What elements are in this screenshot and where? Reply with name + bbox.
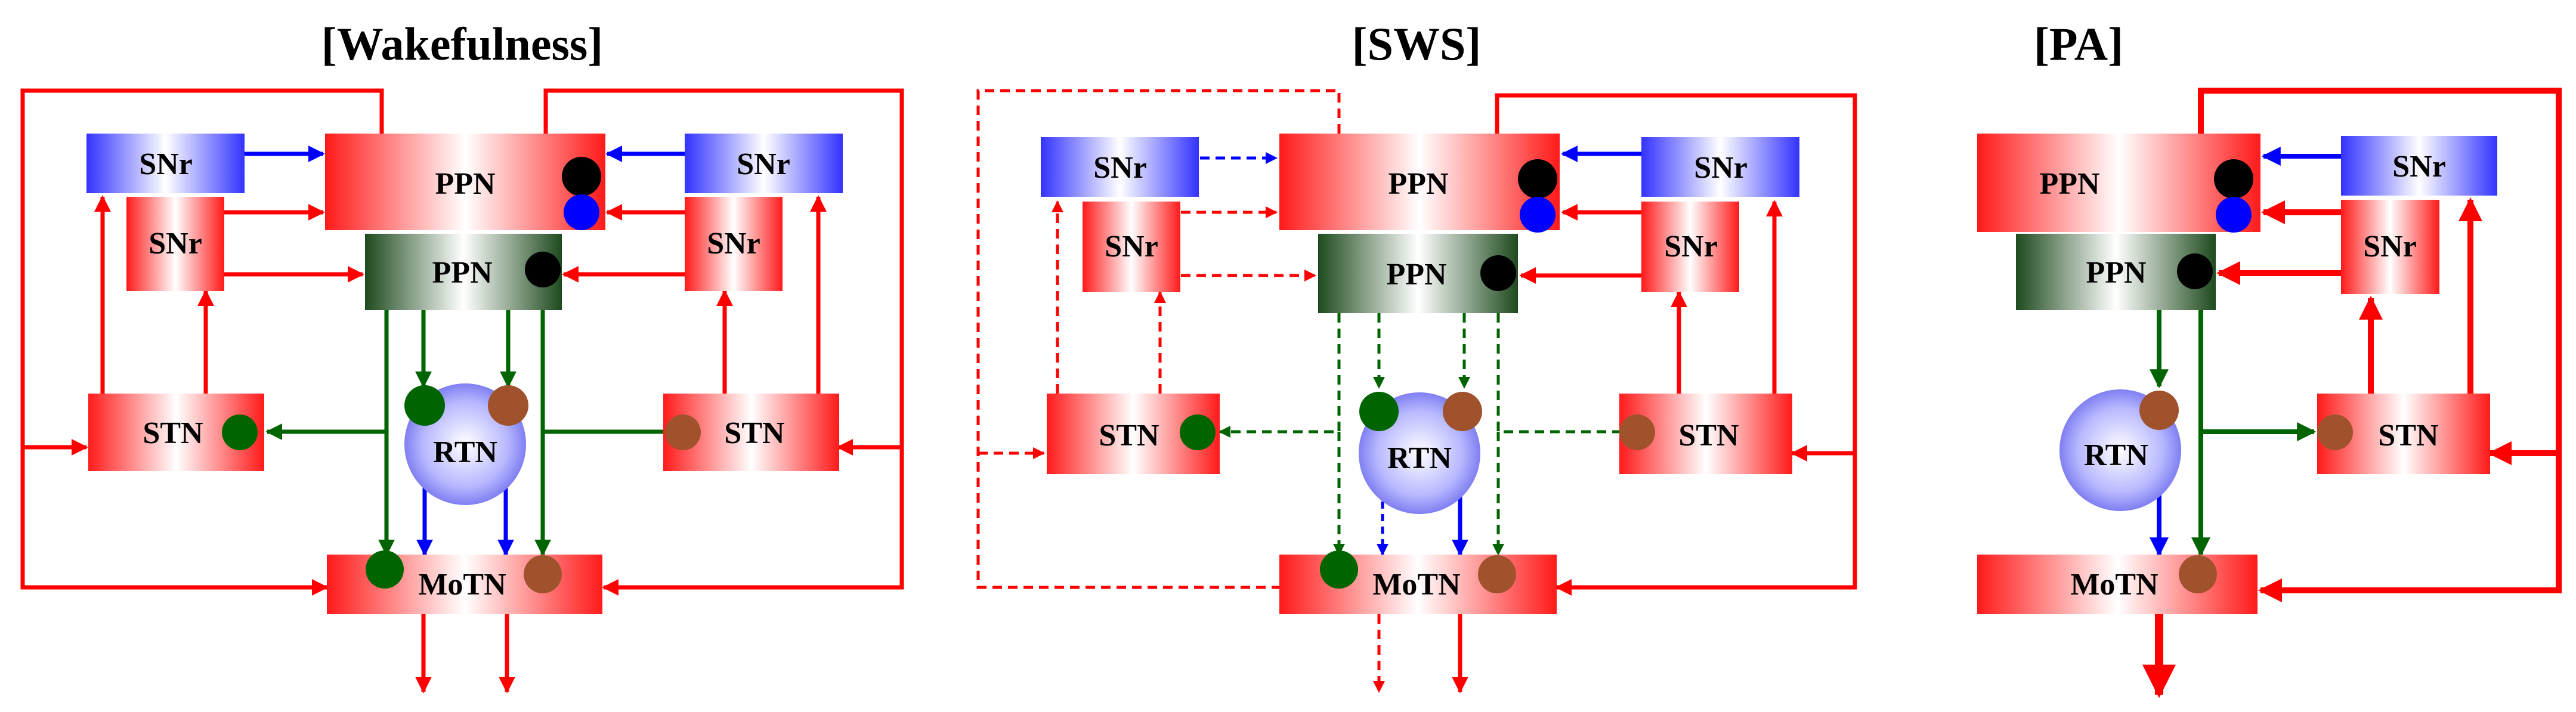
sws-loop-left (976, 89, 1341, 589)
pa-node-motn: MoTN (1977, 555, 2258, 614)
wake-node-snr-blue-left: SNr (86, 134, 245, 193)
panel-pa: [PA] PPN (1977, 18, 2562, 698)
sws-node-stn-left: STN (1047, 394, 1220, 474)
wake-snr-blue-left-label: SNr (139, 147, 193, 181)
pa-node-rtn: RTN (2059, 389, 2181, 511)
wake-rtn-label: RTN (433, 435, 497, 469)
pa-node-snr-red: SNr (2341, 200, 2439, 294)
wake-node-snr-blue-right: SNr (685, 134, 843, 193)
sws-stn-right-label: STN (1678, 419, 1739, 453)
sws-stn-left-label: STN (1099, 419, 1159, 453)
pa-motn-brown-dot (2179, 555, 2217, 593)
wake-node-motn: MoTN (327, 550, 602, 614)
sws-ppn-blue-dot (1520, 197, 1556, 233)
sws-node-stn-right: STN (1619, 394, 1792, 474)
sws-motn-brown-dot (1478, 555, 1516, 593)
wake-ppn-green-black-dot (525, 252, 561, 287)
sws-rtn-brown-dot (1443, 392, 1482, 431)
wake-node-stn-left: STN (88, 394, 264, 471)
pa-loop-right (2198, 88, 2562, 602)
sws-node-rtn: RTN (1359, 392, 1482, 514)
panel-title-sws: [SWS] (1352, 18, 1482, 70)
sws-stn-right-brown-dot (1619, 414, 1655, 450)
sws-node-snr-red-right: SNr (1641, 202, 1739, 292)
wake-rtn-brown-dot (488, 385, 528, 426)
panel-wakefulness: [Wakefulness] (20, 18, 904, 694)
pa-ppn-green-black-dot (2177, 253, 2213, 289)
wake-node-ppn-red: PPN (325, 134, 605, 230)
sws-rtn-label: RTN (1387, 441, 1452, 475)
wake-stn-left-label: STN (143, 416, 203, 450)
pa-snr-red-label: SNr (2363, 230, 2417, 264)
wake-snr-blue-right-label: SNr (737, 147, 790, 181)
sws-node-snr-red-left: SNr (1083, 202, 1180, 292)
pa-stn-label: STN (2378, 419, 2438, 453)
pa-ppn-red-label: PPN (2039, 167, 2099, 201)
wake-ppn-to-stn (265, 310, 389, 440)
sws-node-ppn-green: PPN (1318, 234, 1518, 313)
wake-node-stn-right: STN (663, 394, 839, 471)
sws-stn-left-green-dot (1180, 414, 1216, 450)
wake-motn-label: MoTN (418, 568, 506, 602)
wake-loop-right (543, 88, 904, 596)
pa-ppn-green-label: PPN (2086, 256, 2146, 290)
wake-node-rtn: RTN (404, 383, 528, 505)
pa-node-ppn-red: PPN (1977, 134, 2260, 233)
sws-ppn-green-black-dot (1480, 255, 1516, 291)
wake-node-snr-red-right: SNr (685, 197, 783, 291)
sws-snr-blue-right-label: SNr (1694, 151, 1748, 185)
sws-ppn-red-label: PPN (1388, 167, 1448, 201)
pa-node-ppn-green: PPN (2016, 234, 2216, 310)
wake-loop-left (20, 88, 384, 596)
pa-motn-label: MoTN (2070, 568, 2158, 602)
sws-node-snr-blue-right: SNr (1641, 137, 1799, 197)
pa-ppn-cholinergic-dot (2214, 159, 2253, 199)
sws-motn-green-dot (1320, 550, 1358, 589)
wake-ppn-red-label: PPN (435, 167, 495, 201)
panel-sws: [SWS] (976, 18, 1857, 694)
wake-ppn-green-label: PPN (432, 256, 492, 290)
wake-snr-red-left-label: SNr (149, 227, 202, 261)
pa-rtn-brown-dot (2139, 391, 2179, 430)
wake-node-ppn-green: PPN (365, 234, 562, 310)
pa-stn-brown-dot (2317, 414, 2353, 450)
sws-loop-right (1495, 93, 1857, 596)
wake-connections (20, 88, 904, 694)
wake-motn-brown-dot (524, 555, 562, 593)
sws-snr-red-right-label: SNr (1664, 230, 1718, 264)
wake-snr-red-right-label: SNr (707, 227, 760, 261)
pa-connections (2142, 88, 2562, 698)
pa-ppn-to-stn (2198, 310, 2317, 441)
wake-stn-left-green-dot (222, 414, 258, 450)
sws-ppn-cholinergic-dot (1518, 159, 1557, 199)
sws-ppn-green-label: PPN (1386, 258, 1446, 292)
panel-title-pa: [PA] (2034, 18, 2123, 70)
pa-rtn-label: RTN (2084, 438, 2148, 472)
wake-rtn-green-dot (404, 385, 445, 426)
wake-stn-right-brown-dot (665, 414, 701, 450)
sws-node-motn: MoTN (1279, 550, 1557, 614)
pa-ppn-blue-dot (2216, 197, 2252, 233)
sws-ppn-to-rstn (1496, 313, 1638, 438)
panel-title-wakefulness: [Wakefulness] (321, 18, 603, 70)
pa-node-stn: STN (2317, 394, 2490, 474)
sws-rtn-green-dot (1359, 392, 1399, 431)
sws-node-ppn-red: PPN (1279, 134, 1560, 233)
pa-node-snr-blue: SNr (2341, 136, 2497, 196)
wake-stn-right-label: STN (724, 416, 784, 450)
sws-snr-blue-left-label: SNr (1093, 151, 1147, 185)
sws-snr-red-left-label: SNr (1105, 230, 1158, 264)
sws-ppn-to-stn (1219, 313, 1341, 438)
wake-motn-green-dot (366, 550, 404, 589)
sws-node-snr-blue-left: SNr (1041, 137, 1199, 197)
pa-snr-blue-label: SNr (2392, 150, 2446, 184)
wake-node-snr-red-left: SNr (126, 197, 224, 291)
sws-connections (976, 89, 1857, 694)
sws-motn-label: MoTN (1372, 568, 1460, 602)
wake-ppn-cholinergic-dot (562, 157, 601, 196)
wake-ppn-blue-dot (564, 194, 599, 230)
